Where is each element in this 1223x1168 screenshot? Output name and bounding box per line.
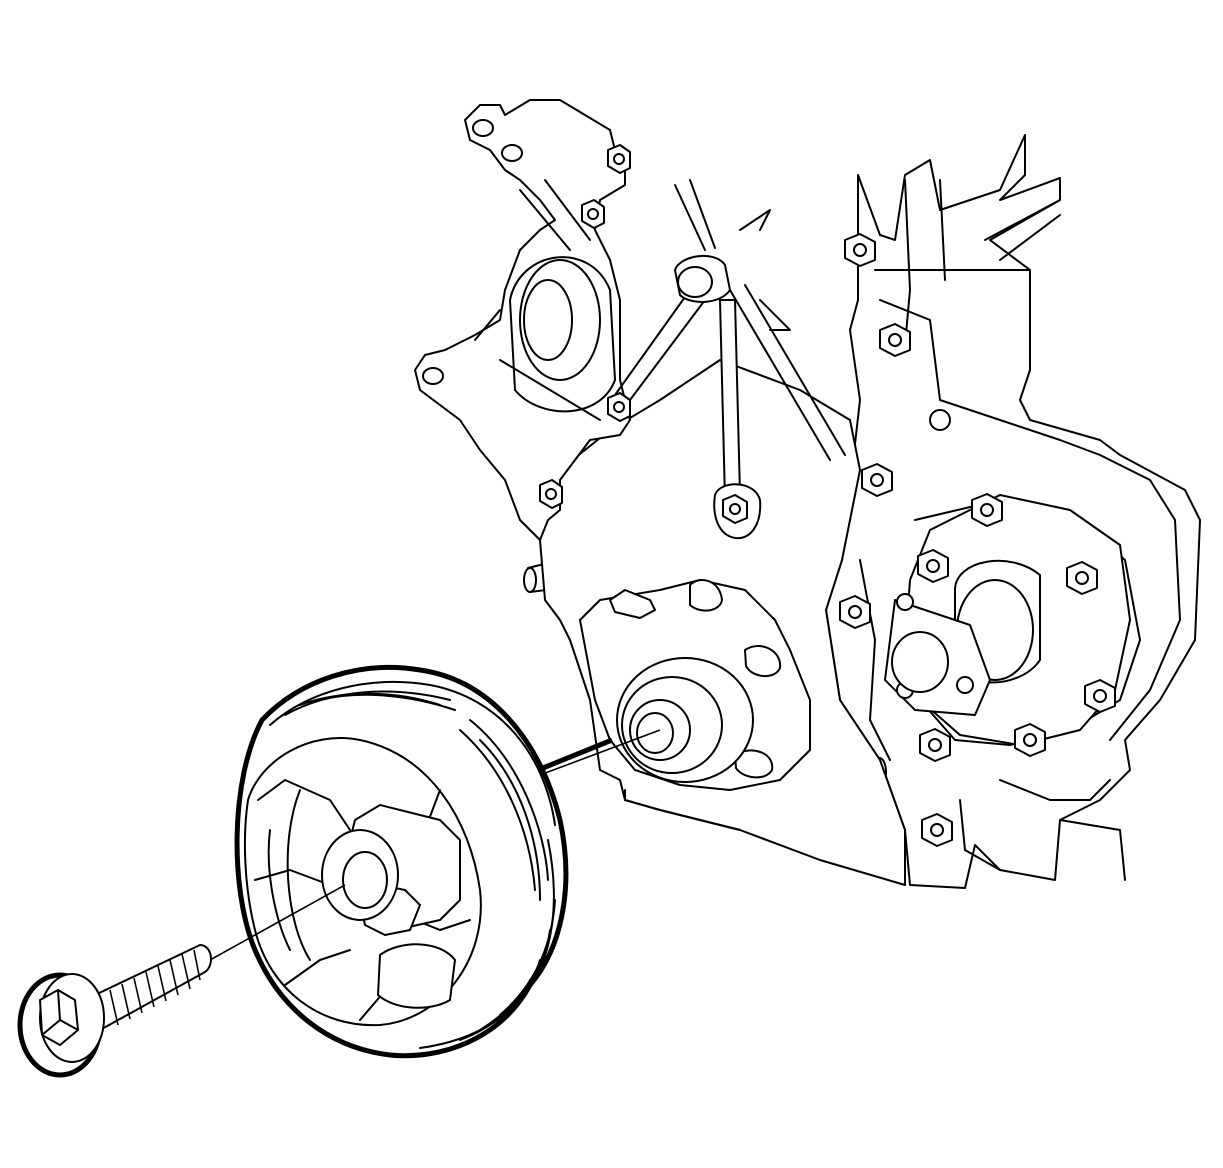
idler-bracket [414,99,631,541]
tensioner-arm [614,179,846,540]
cover-bolts [839,233,1116,847]
crank-seal-housing [579,579,811,831]
crankshaft-balancer [234,665,569,1059]
balancer-bolt [17,944,212,1078]
oil-pump-flange [884,593,991,716]
assembly-centerline [209,729,661,961]
